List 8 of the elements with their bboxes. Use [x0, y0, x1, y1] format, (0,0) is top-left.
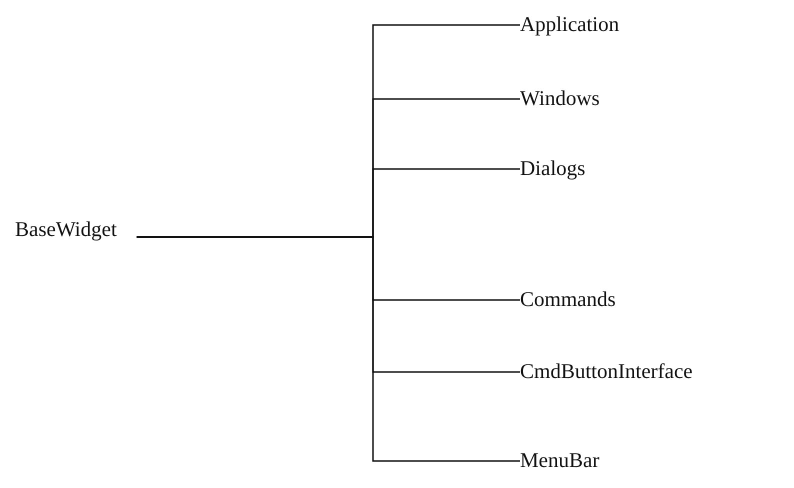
node-label: Application — [520, 11, 620, 37]
node-label: Dialogs — [520, 155, 586, 181]
node-label: BaseWidget — [15, 216, 117, 242]
node-label: Commands — [520, 286, 616, 312]
node-label: MenuBar — [520, 447, 600, 473]
connector-line — [136, 236, 520, 462]
node-label: CmdButtonInterface — [520, 358, 693, 384]
node-label: Windows — [520, 85, 600, 111]
